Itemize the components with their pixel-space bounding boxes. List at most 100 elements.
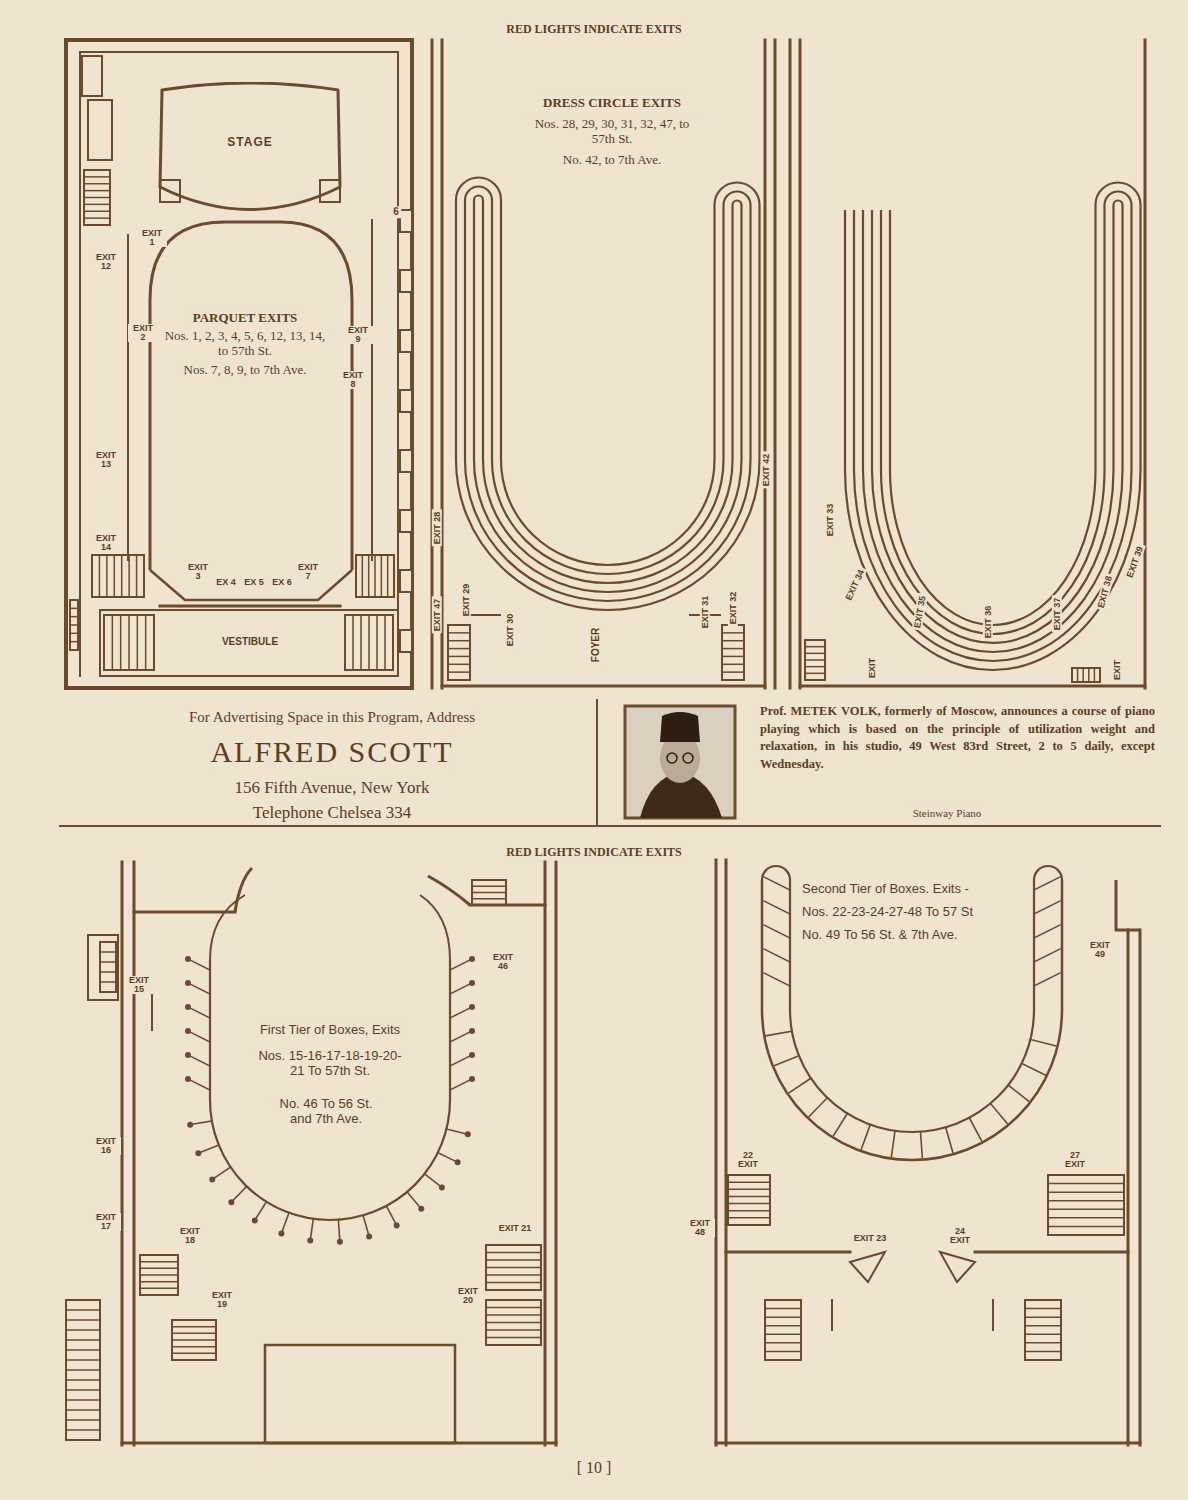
caption-text: Nos. 7, 8, 9, to 7th Ave. <box>182 363 309 378</box>
wall-line <box>764 949 790 962</box>
wall-line <box>140 1261 178 1263</box>
wall-line <box>764 973 790 986</box>
plan-curve <box>465 187 492 201</box>
exit-label: First Tier of Boxes, Exits <box>258 1023 402 1038</box>
wall-line <box>800 685 1145 688</box>
box-seat <box>187 1122 193 1128</box>
exit-label: EXIT 48 <box>685 1219 715 1237</box>
plan-room <box>400 570 412 592</box>
wall-line <box>448 632 470 634</box>
wall-line <box>486 1314 541 1316</box>
caption-text: PARQUET EXITS <box>191 311 300 326</box>
wall-line <box>188 1079 210 1090</box>
plan-room <box>84 170 110 225</box>
plan-room <box>265 1345 455 1443</box>
caption-text: Telephone Chelsea 334 <box>251 803 413 823</box>
portrait-glasses <box>683 753 693 763</box>
wall-line <box>362 555 364 597</box>
wall-line <box>352 615 354 670</box>
exit-label: EXIT 38 <box>1095 573 1114 611</box>
wall-line <box>716 1442 1140 1445</box>
seating-row <box>845 205 1141 670</box>
wall-line <box>188 959 210 970</box>
wall-line <box>172 1353 216 1355</box>
wall-line <box>1022 1063 1045 1074</box>
exit-label: No. 46 To 56 St. and 7th Ave. <box>269 1097 383 1127</box>
wall-line <box>450 1031 472 1042</box>
box-seat <box>185 1028 191 1034</box>
seating-row <box>863 205 1123 652</box>
wall-line <box>486 1252 541 1254</box>
seating-row <box>474 200 742 592</box>
box-seat <box>469 956 475 962</box>
box-seat <box>195 1150 201 1156</box>
wall-line <box>140 1268 178 1270</box>
wall-line <box>774 40 777 688</box>
wall-line <box>789 1078 811 1093</box>
wall-line <box>715 860 718 1445</box>
wall-line <box>765 1334 801 1336</box>
wall-line <box>472 886 506 888</box>
wall-line <box>66 1339 100 1341</box>
plan-room <box>92 555 144 597</box>
wall-line <box>805 673 825 675</box>
caption-text: Nos. 28, 29, 30, 31, 32, 47, to 57th St. <box>520 117 704 147</box>
wall-line <box>1034 901 1060 914</box>
exit-label: No. 49 To 56 St. & 7th Ave. <box>800 928 960 943</box>
wall-line <box>448 671 470 673</box>
exit-label: EXIT 17 <box>91 1213 121 1231</box>
wall-line <box>66 1379 100 1381</box>
plan-room <box>345 615 393 670</box>
wall-line <box>728 1189 770 1191</box>
plan-room <box>82 56 102 96</box>
wall-line <box>1030 1040 1055 1046</box>
plan-curve <box>474 196 483 200</box>
exit-label: EXIT 14 <box>91 534 121 552</box>
exit-label: EXIT <box>867 656 877 680</box>
wall-line <box>79 52 81 676</box>
wall-line <box>70 633 78 635</box>
wall-line <box>1034 949 1060 962</box>
wall-line <box>66 1399 100 1401</box>
wall-line <box>1048 1209 1124 1211</box>
plan-room <box>728 1175 770 1225</box>
wall-line <box>448 640 470 642</box>
box-seat <box>465 1131 471 1137</box>
wall-line <box>190 1121 212 1125</box>
wall-line <box>84 183 110 185</box>
stage-outline <box>160 83 340 210</box>
wall-line <box>66 1359 100 1361</box>
exit-label: EXIT 3 <box>183 563 213 581</box>
plan-curve <box>1116 880 1140 930</box>
wall-line <box>764 901 790 914</box>
wall-line <box>765 1308 801 1310</box>
wall-line <box>368 555 370 597</box>
wall-line <box>446 1129 467 1134</box>
box-seat <box>228 1199 234 1205</box>
wall-line <box>1144 40 1147 688</box>
exit-label: EXIT 36 <box>983 604 993 641</box>
wall-line <box>112 615 114 670</box>
wall-line <box>70 624 78 626</box>
wall-line <box>809 1098 827 1117</box>
caption-text: Prof. METEK VOLK, formerly of Moscow, an… <box>758 703 1157 773</box>
wall-line <box>188 1007 210 1018</box>
wall-line <box>66 1389 100 1391</box>
exit-label: Nos. 15-16-17-18-19-20-21 To 57th St. <box>253 1049 407 1079</box>
wall-line <box>114 555 116 597</box>
seating-row <box>483 200 733 583</box>
caption-text: DRESS CIRCLE EXITS <box>541 96 683 111</box>
exit-label: EXIT 18 <box>175 1227 205 1245</box>
caption-text: Nos. 1, 2, 3, 4, 5, 6, 12, 13, 14, to 57… <box>161 329 330 359</box>
wall-line <box>1025 1308 1061 1310</box>
wall-line <box>486 1307 541 1309</box>
plan-curve <box>715 183 760 205</box>
wall-line <box>722 671 744 673</box>
plan-room <box>400 210 412 232</box>
plan-room <box>172 1320 216 1360</box>
plan-room <box>88 100 112 160</box>
wall-line <box>799 40 802 688</box>
exit-label: EXIT 21 <box>497 1223 534 1233</box>
exit-label: EXIT 8 <box>338 371 368 389</box>
